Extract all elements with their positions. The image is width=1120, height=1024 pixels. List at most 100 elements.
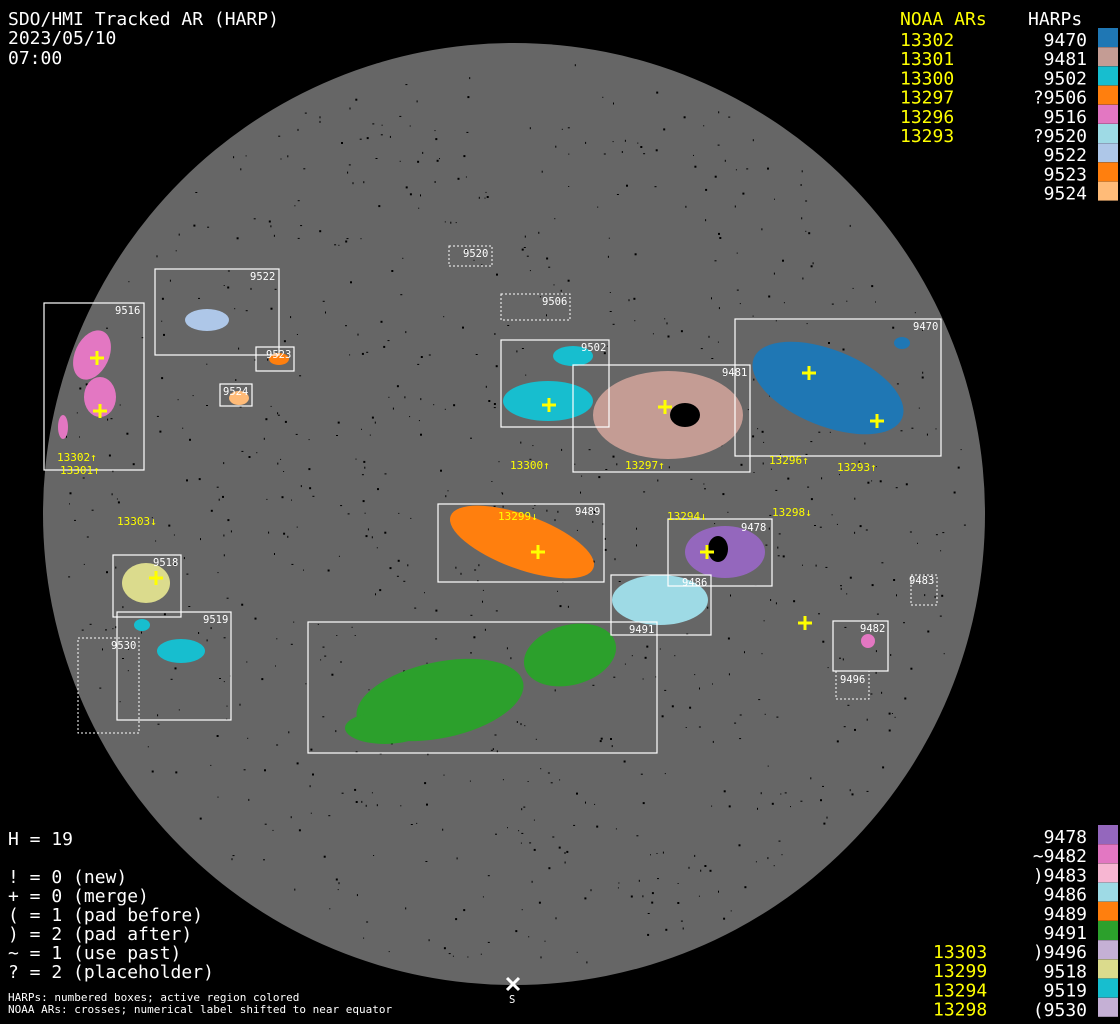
spot xyxy=(270,225,272,228)
harp-entry: 9489 xyxy=(1044,904,1087,925)
spot xyxy=(818,431,821,433)
harp-box-9491 xyxy=(307,621,658,754)
spot xyxy=(810,441,813,443)
harp-color-swatch xyxy=(1098,66,1118,86)
spot xyxy=(656,853,658,854)
spot xyxy=(523,806,526,808)
spot xyxy=(496,273,498,276)
spot xyxy=(819,526,822,528)
noaa-ar-entry: 13303 xyxy=(933,942,987,963)
spot xyxy=(943,653,945,655)
spot xyxy=(714,260,717,262)
spot xyxy=(763,620,765,622)
spot xyxy=(368,689,370,691)
spot xyxy=(844,626,847,628)
spot xyxy=(79,436,80,438)
spot xyxy=(324,655,327,657)
spot xyxy=(829,431,831,433)
spot xyxy=(428,354,431,356)
spot xyxy=(714,175,717,178)
note-harps: HARPs: numbered boxes; active region col… xyxy=(8,991,299,1004)
harp-color-swatch xyxy=(1098,978,1118,998)
spot xyxy=(711,805,713,807)
spot xyxy=(303,168,306,170)
spot xyxy=(102,648,103,651)
noaa-label: 13296↑ xyxy=(769,454,809,467)
noaa-cross-icon xyxy=(93,404,107,418)
spot xyxy=(379,753,382,755)
spot xyxy=(600,737,603,740)
spot xyxy=(263,437,265,440)
spot xyxy=(760,792,762,795)
spot xyxy=(777,555,780,557)
spot xyxy=(170,678,173,680)
spot xyxy=(960,449,962,451)
harp-color-swatch xyxy=(1098,921,1118,940)
spot xyxy=(854,531,856,534)
spot xyxy=(784,792,787,794)
spot xyxy=(151,770,154,773)
spot xyxy=(839,657,841,659)
spot xyxy=(546,314,547,317)
harp-label: 9530 xyxy=(111,640,136,652)
spot xyxy=(328,815,331,817)
spot xyxy=(685,205,687,208)
spot xyxy=(547,772,550,774)
spot xyxy=(337,889,339,891)
spot xyxy=(588,449,591,451)
spot xyxy=(605,469,608,470)
spot xyxy=(576,951,578,953)
spot xyxy=(405,84,408,86)
spot xyxy=(404,396,406,399)
noaa-cross-icon xyxy=(542,398,556,412)
spot xyxy=(890,654,892,656)
spot xyxy=(119,404,121,406)
spot xyxy=(345,325,347,327)
spot xyxy=(643,491,646,493)
noaa-label: 13302↑ xyxy=(57,451,97,464)
spot xyxy=(790,806,791,808)
spot xyxy=(494,333,496,335)
spot xyxy=(341,792,344,794)
spot xyxy=(156,415,159,417)
spot xyxy=(852,287,854,289)
harp-box-9502 xyxy=(500,339,610,428)
spot xyxy=(846,593,848,595)
spot xyxy=(226,597,229,599)
spot xyxy=(723,917,726,920)
spot xyxy=(352,182,354,185)
noaa-cross-icon xyxy=(802,366,816,380)
spot xyxy=(668,466,670,469)
spot xyxy=(436,159,439,162)
spot xyxy=(296,762,299,765)
spot xyxy=(555,145,557,148)
spot xyxy=(761,430,764,433)
spot xyxy=(403,580,406,582)
spot xyxy=(455,222,457,224)
spot xyxy=(613,102,614,105)
spot xyxy=(521,832,524,834)
spot xyxy=(495,610,498,612)
spot xyxy=(263,859,265,861)
spot xyxy=(646,645,649,648)
spot xyxy=(338,244,340,246)
spot xyxy=(478,196,480,199)
spot xyxy=(444,221,446,223)
spot xyxy=(223,681,225,683)
spot xyxy=(718,890,719,893)
spot xyxy=(281,496,284,499)
spot xyxy=(341,142,343,144)
spot xyxy=(663,128,666,131)
harp-label: 9486 xyxy=(682,577,707,589)
spot xyxy=(223,285,225,286)
spot xyxy=(261,678,264,681)
spot xyxy=(574,463,576,465)
spot xyxy=(752,315,754,317)
noaa-label: 13298↓ xyxy=(772,506,812,519)
spot xyxy=(69,503,70,505)
spot xyxy=(177,399,179,401)
spot xyxy=(336,635,338,636)
spot xyxy=(787,477,790,480)
harp-header: HARPs xyxy=(1028,9,1082,30)
